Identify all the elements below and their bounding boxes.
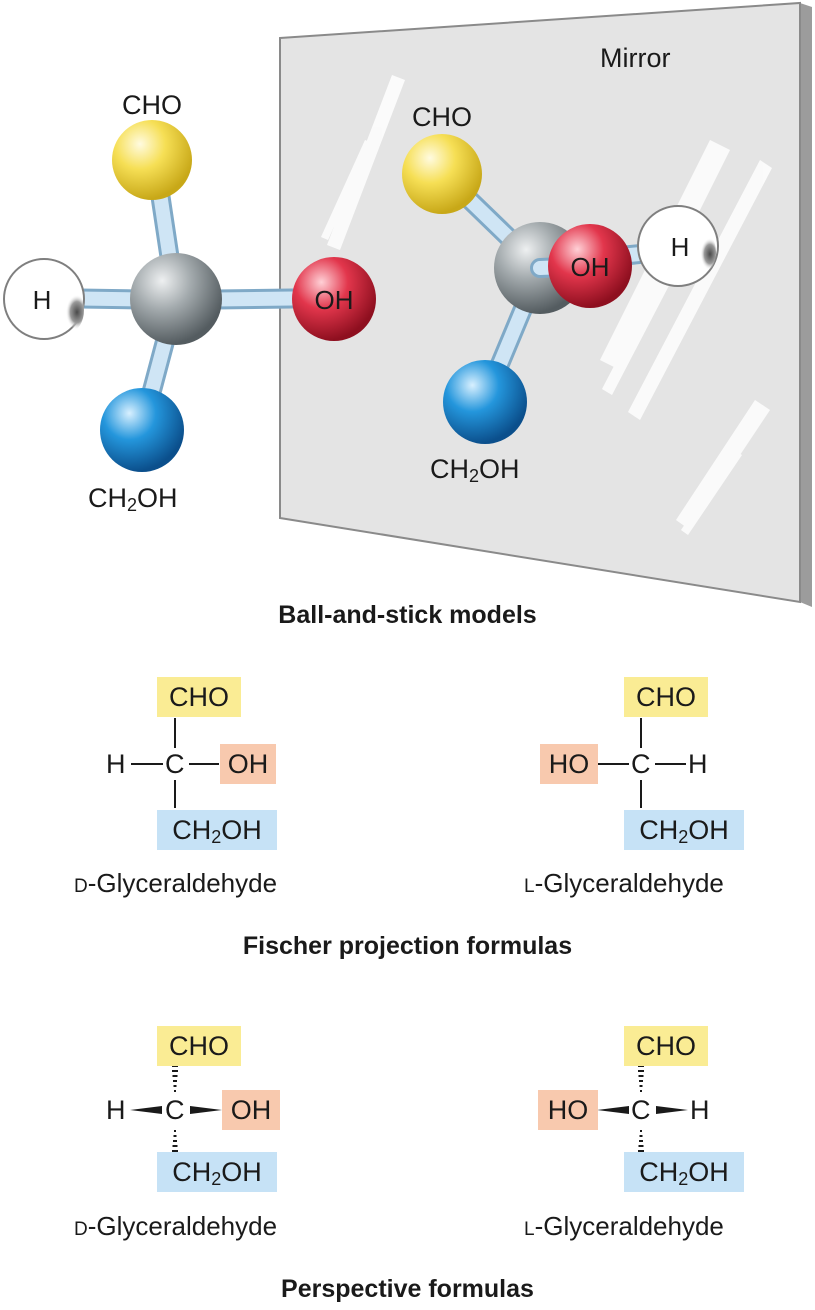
fischer-l-h: H <box>688 749 708 779</box>
mirror-label: Mirror <box>600 43 671 73</box>
fischer-l-ho: HO <box>540 744 598 784</box>
left-cho-ball <box>112 120 192 200</box>
perspective-d-cho: CHO <box>157 1026 241 1066</box>
right-cho-ball <box>402 134 482 214</box>
fischer-l-cho: CHO <box>624 677 708 717</box>
perspective-d-oh: OH <box>222 1090 280 1130</box>
perspective-wedge-bonds <box>130 1106 688 1114</box>
perspective-caption: Perspective formulas <box>281 1275 534 1303</box>
left-cho-label: CHO <box>122 90 182 120</box>
left-oh-ball <box>292 257 376 341</box>
left-oh-label: OH <box>314 285 354 315</box>
perspective-d-c: C <box>165 1095 185 1125</box>
right-model-atoms <box>402 134 719 444</box>
fischer-l-ch2oh: CH2OH <box>624 810 744 850</box>
right-ch2oh-ball <box>443 360 527 444</box>
perspective-l-cho: CHO <box>624 1026 708 1066</box>
perspective-l-h: H <box>690 1095 710 1125</box>
fischer-caption: Fischer projection formulas <box>242 932 573 960</box>
perspective-hashed-bonds <box>172 1065 644 1152</box>
fischer-d-oh: OH <box>220 744 276 784</box>
ball-and-stick-caption: Ball-and-stick models <box>278 601 537 629</box>
right-oh-ball <box>548 224 632 308</box>
right-h-label: H <box>670 232 690 262</box>
fischer-l-name: L-Glyceraldehyde <box>524 868 724 898</box>
perspective-l-ho: HO <box>538 1090 598 1130</box>
fischer-d-cho: CHO <box>157 677 241 717</box>
right-oh-label: OH <box>570 252 610 282</box>
perspective-l-name: L-Glyceraldehyde <box>524 1211 724 1241</box>
left-h-label: H <box>32 285 52 315</box>
left-model-atoms <box>3 120 376 472</box>
right-ch2oh-label: CH2OH <box>430 454 520 486</box>
fischer-d-name: D-Glyceraldehyde <box>74 868 278 898</box>
perspective-d-ch2oh: CH2OH <box>157 1152 277 1192</box>
perspective-d-name: D-Glyceraldehyde <box>74 1211 278 1241</box>
fischer-d-c: C <box>165 749 185 779</box>
perspective-d-h: H <box>106 1095 126 1125</box>
perspective-l-ch2oh: CH2OH <box>624 1152 744 1192</box>
left-ch2oh-ball <box>100 388 184 472</box>
fischer-l-c: C <box>631 749 651 779</box>
perspective-l-c: C <box>631 1095 651 1125</box>
left-carbon-ball <box>130 253 222 345</box>
fischer-bonds <box>131 718 686 808</box>
fischer-d-h: H <box>106 749 126 779</box>
left-ch2oh-label: CH2OH <box>88 483 178 515</box>
fischer-d-ch2oh: CH2OH <box>157 810 277 850</box>
right-cho-label: CHO <box>412 102 472 132</box>
